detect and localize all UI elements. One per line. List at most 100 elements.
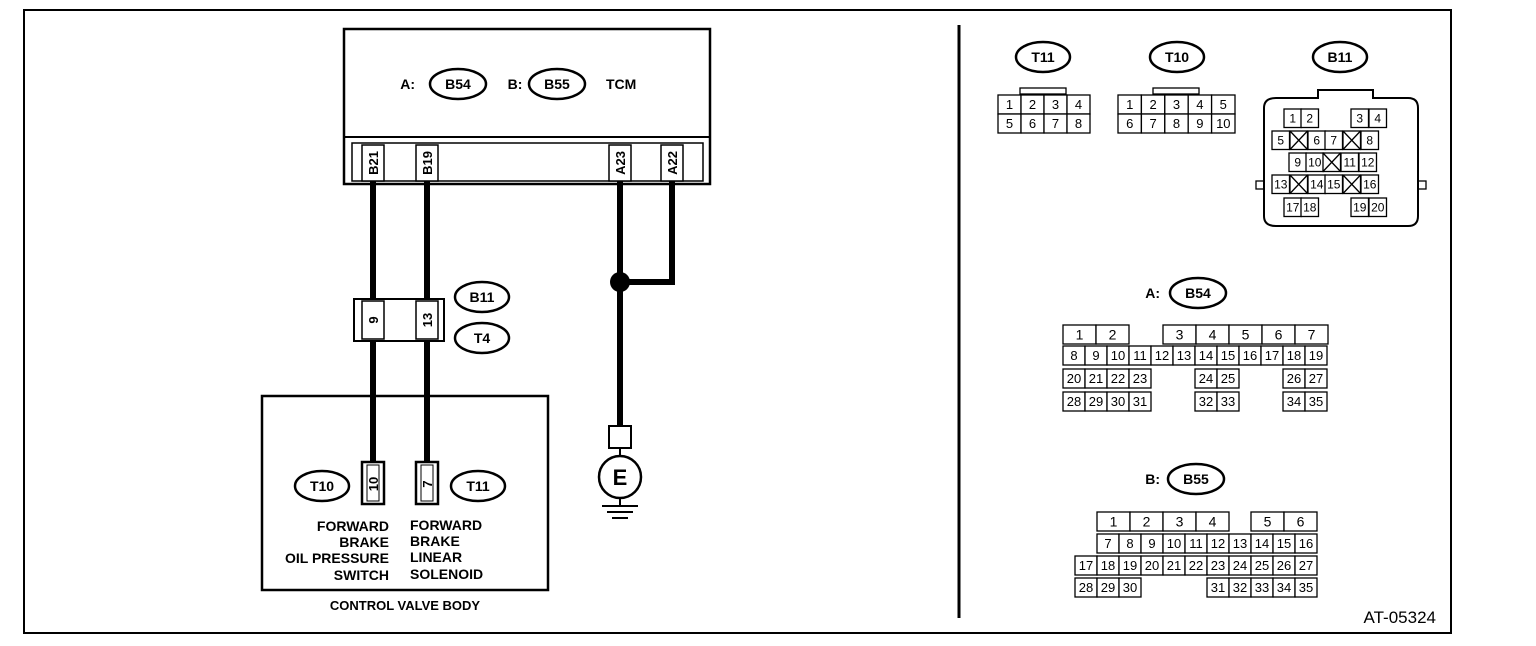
unused-pin-cross: [1289, 130, 1308, 150]
joint-code-1: B11: [470, 289, 495, 305]
unused-pin-cross: [1322, 152, 1341, 172]
splice-dot: [610, 272, 630, 292]
pin-cell: [1304, 345, 1328, 366]
tcm-a-prefix: A:: [400, 76, 415, 92]
pin-number: 31: [1211, 580, 1225, 595]
svg-text:T11: T11: [1031, 49, 1055, 65]
pin-a22: A22: [665, 151, 680, 175]
pin-number: 28: [1067, 394, 1081, 409]
pin-number: 23: [1133, 371, 1147, 386]
pin-number: 16: [1243, 348, 1257, 363]
pin-number: 34: [1277, 580, 1291, 595]
svg-text:FORWARD: FORWARD: [317, 518, 389, 534]
joint-pin-left: 9: [366, 316, 381, 323]
pin-number: 9: [1196, 116, 1203, 131]
cvb-right-pin: 7: [420, 480, 435, 487]
pin-number: 2: [1029, 97, 1036, 112]
pin-number: 20: [1067, 371, 1081, 386]
pin-number: 15: [1327, 178, 1341, 192]
pin-number: 3: [1176, 514, 1184, 530]
pin-cell: [1368, 108, 1388, 129]
pin-number: 15: [1277, 536, 1291, 551]
pin-number: 1: [1126, 97, 1133, 112]
pin-number: 7: [1330, 134, 1337, 148]
svg-text:OIL PRESSURE: OIL PRESSURE: [285, 550, 389, 566]
pin-number: 29: [1101, 580, 1115, 595]
pin-cell: [1066, 113, 1091, 134]
svg-text:SOLENOID: SOLENOID: [410, 566, 483, 582]
pin-number: 12: [1361, 156, 1375, 170]
svg-text:BRAKE: BRAKE: [339, 534, 389, 550]
pin-number: 24: [1199, 371, 1213, 386]
pin-number: 5: [1242, 327, 1250, 343]
pin-cell: [1304, 391, 1328, 412]
pin-number: 12: [1155, 348, 1169, 363]
pin-number: 11: [1133, 348, 1147, 363]
joint-code-2: T4: [474, 330, 491, 346]
pin-number: 19: [1123, 558, 1137, 573]
pin-number: 10: [1216, 116, 1230, 131]
pin-number: 6: [1029, 116, 1036, 131]
svg-text:FORWARD: FORWARD: [410, 517, 482, 533]
pin-cell: [1358, 152, 1378, 173]
pin-number: 8: [1126, 536, 1133, 551]
pin-number: 4: [1374, 112, 1381, 126]
pin-b19: B19: [420, 151, 435, 175]
pin-number: 13: [1177, 348, 1191, 363]
pin-number: 22: [1189, 558, 1203, 573]
pin-number: 29: [1089, 394, 1103, 409]
joint-connector: 9 13 B11 T4: [353, 280, 511, 355]
pin-number: 3: [1176, 327, 1184, 343]
pin-number: 7: [1104, 536, 1111, 551]
pin-number: 25: [1255, 558, 1269, 573]
pin-number: 5: [1220, 97, 1227, 112]
pin-cell: [1118, 577, 1142, 598]
svg-text:B55: B55: [1183, 471, 1209, 487]
pin-number: 5: [1006, 116, 1013, 131]
outer-frame: [23, 9, 1452, 634]
pin-cell: [1368, 197, 1388, 218]
pin-number: 11: [1189, 536, 1203, 551]
pin-number: 2: [1149, 97, 1156, 112]
pin-cell: [1294, 324, 1329, 345]
ground-symbol: E: [597, 425, 643, 519]
pin-number: 5: [1277, 134, 1284, 148]
pin-number: 26: [1287, 371, 1301, 386]
pin-number: 6: [1275, 327, 1283, 343]
pin-number: 4: [1196, 97, 1203, 112]
pin-number: 3: [1052, 97, 1059, 112]
pin-cell: [1283, 511, 1318, 532]
pin-number: 19: [1309, 348, 1323, 363]
pin-number: 27: [1309, 371, 1323, 386]
pin-cell: [1216, 391, 1240, 412]
pin-number: 17: [1265, 348, 1279, 363]
pin-number: 10: [1308, 156, 1322, 170]
pin-number: 9: [1092, 348, 1099, 363]
pin-cell: [1300, 197, 1320, 218]
pin-cell: [1128, 391, 1152, 412]
pin-cell: [1210, 113, 1236, 134]
pin-number: 14: [1255, 536, 1269, 551]
pin-number: 19: [1353, 201, 1367, 215]
pin-number: 28: [1079, 580, 1093, 595]
pin-number: 10: [1167, 536, 1181, 551]
pin-cell: [1195, 511, 1230, 532]
pin-number: 18: [1287, 348, 1301, 363]
pin-number: 20: [1371, 201, 1385, 215]
cvb-right-code: T11: [466, 478, 490, 494]
tcm-name: TCM: [606, 76, 636, 92]
pin-b21: B21: [366, 151, 381, 175]
pin-number: 21: [1089, 371, 1103, 386]
pin-number: 21: [1167, 558, 1181, 573]
pin-number: 8: [1075, 116, 1082, 131]
pin-cell: [1095, 324, 1130, 345]
joint-pin-right: 13: [420, 313, 435, 327]
pin-number: 24: [1233, 558, 1247, 573]
pin-number: 18: [1101, 558, 1115, 573]
unused-pin-cross: [1289, 174, 1308, 194]
pin-cell: [1128, 368, 1152, 389]
